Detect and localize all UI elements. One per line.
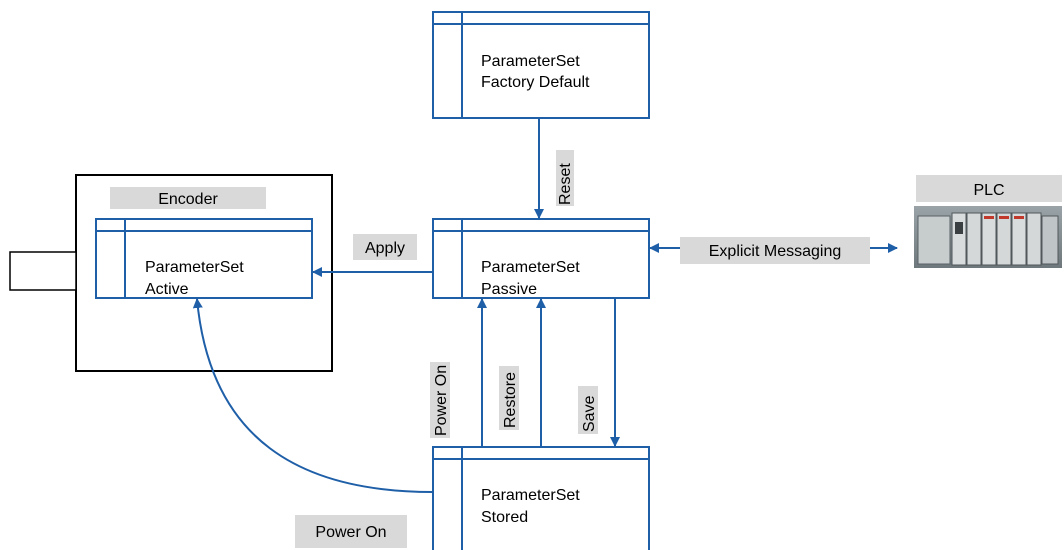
plc-label-bg	[916, 175, 1062, 202]
edge-save-label: Save	[581, 395, 598, 432]
plc-rack-icon	[914, 206, 1062, 268]
edge-restore: Restore	[499, 298, 546, 447]
node-active-line1: ParameterSet	[145, 259, 244, 276]
edge-power-on-vertical: Power On	[430, 298, 487, 447]
edge-explicit-messaging-label: Explicit Messaging	[709, 243, 842, 260]
edge-power-on-curve-label: Power On	[315, 524, 386, 541]
edge-save: Save	[578, 298, 620, 447]
edge-power-on-curve: Power On	[192, 298, 434, 548]
edge-restore-label: Restore	[502, 372, 519, 428]
node-active: ParameterSet Active	[95, 218, 313, 299]
plc-device: PLC	[914, 175, 1062, 268]
edge-reset-label: Reset	[557, 163, 574, 205]
node-passive-line1: ParameterSet	[481, 259, 580, 276]
node-stored: ParameterSet Stored	[432, 446, 650, 550]
plc-label: PLC	[973, 182, 1004, 199]
encoder-label: Encoder	[158, 191, 218, 208]
edge-explicit-messaging: Explicit Messaging	[649, 237, 898, 264]
node-stored-line2: Stored	[481, 509, 528, 526]
edge-apply: Apply	[312, 234, 433, 277]
edge-power-on-vertical-label: Power On	[433, 365, 450, 436]
node-passive-line2: Passive	[481, 281, 537, 298]
node-factory-default-line1: ParameterSet	[481, 53, 580, 70]
encoder-label-bg	[110, 187, 266, 209]
node-stored-line1: ParameterSet	[481, 487, 580, 504]
node-active-line2: Active	[145, 281, 189, 298]
node-factory-default: ParameterSet Factory Default	[432, 11, 650, 119]
node-passive: ParameterSet Passive	[432, 218, 650, 299]
edge-apply-label: Apply	[365, 240, 405, 257]
node-factory-default-line2: Factory Default	[481, 74, 590, 91]
edge-reset: Reset	[534, 118, 574, 219]
encoder-shaft	[9, 251, 77, 291]
